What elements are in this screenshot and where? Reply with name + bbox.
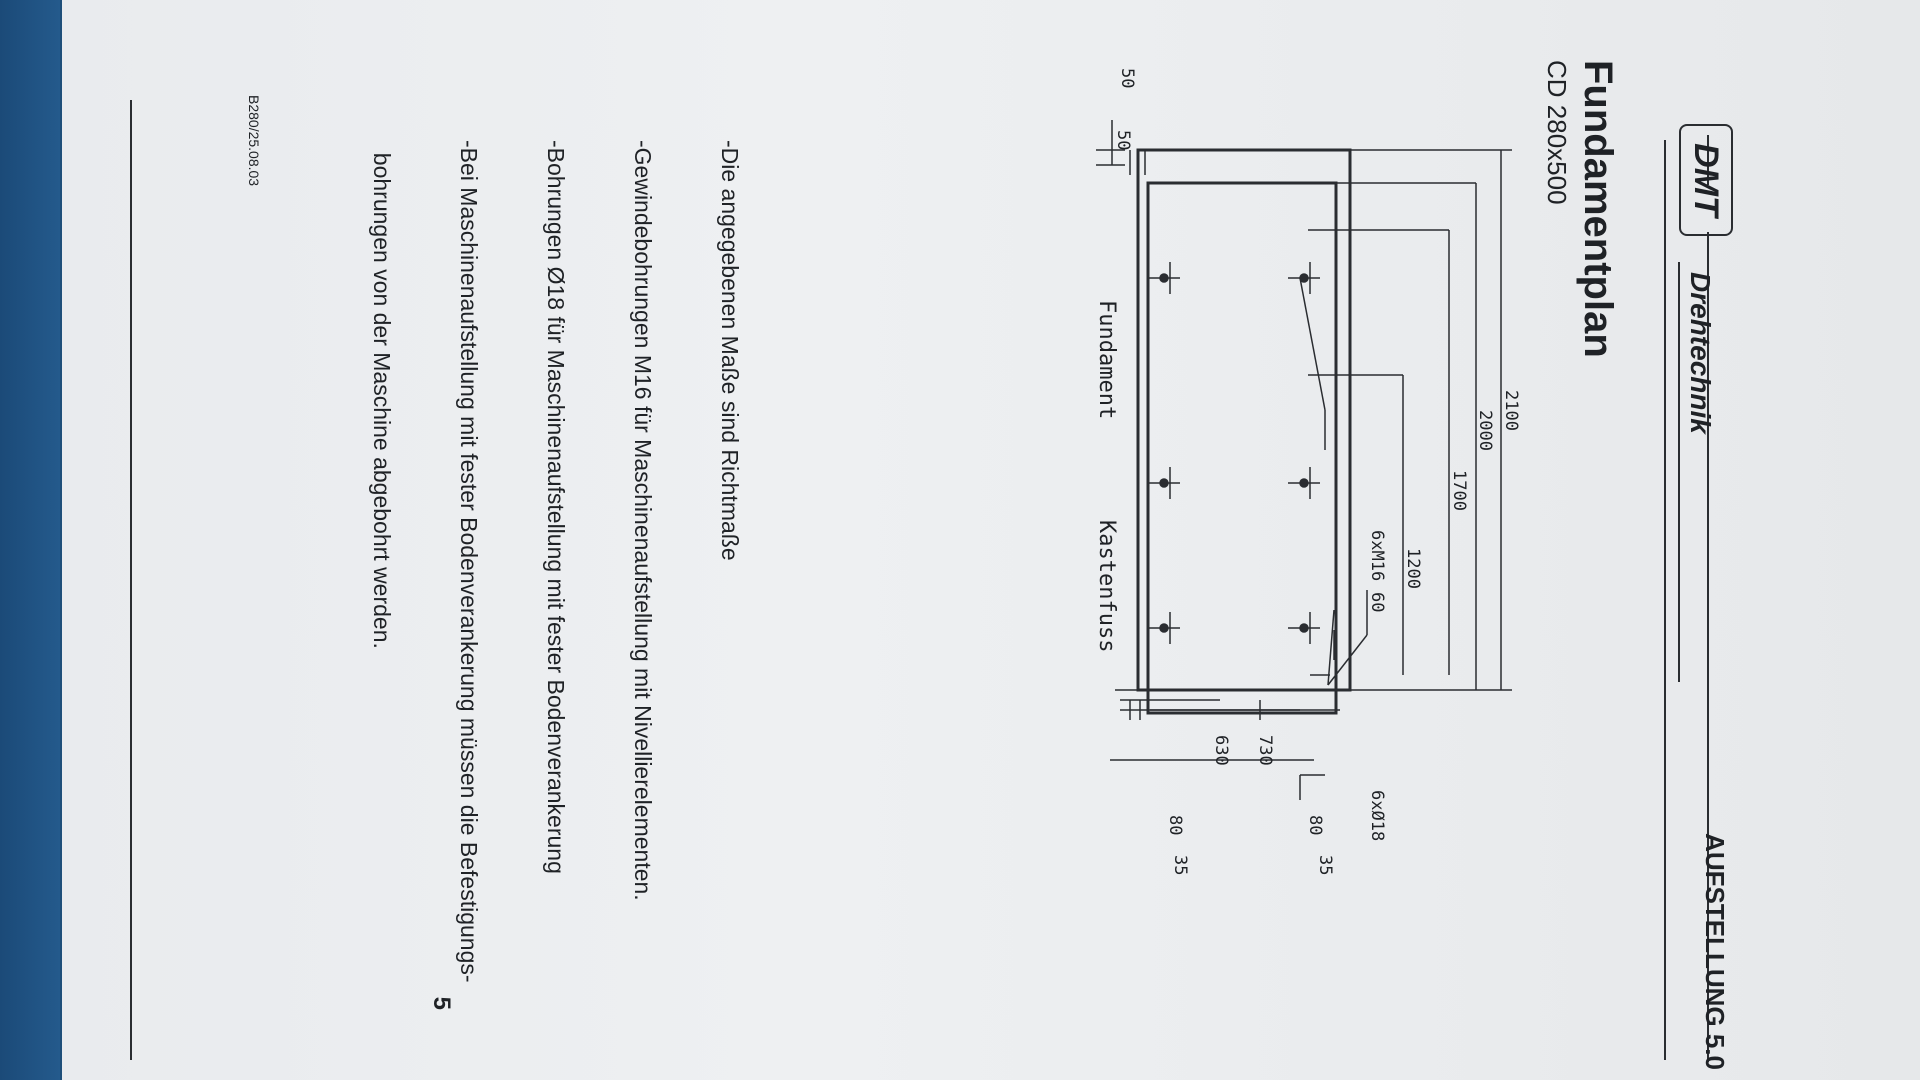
dimension-2000: 2000	[1475, 410, 1495, 451]
dimension-60: 60	[1367, 592, 1387, 612]
background-surface	[0, 0, 60, 1080]
dimension-630: 630	[1211, 735, 1231, 766]
thread-label: 6xM16	[1367, 530, 1387, 581]
label-kastenfuss: Kastenfuss	[1094, 520, 1119, 652]
dimension-50-top: 50	[1113, 130, 1133, 150]
dimension-1200: 1200	[1403, 548, 1423, 589]
anchor-hole-4	[1148, 467, 1180, 499]
page-number: 5	[428, 996, 455, 1010]
note-line: -Gewindebohrungen M16 für Maschinenaufst…	[630, 140, 656, 901]
dimension-730: 730	[1255, 735, 1275, 766]
anchor-hole-1	[1288, 262, 1320, 294]
dimension-80-a: 80	[1305, 815, 1325, 835]
document-page: DMT Drehtechnik AUFSTELLUNG 5.0 Fundamen…	[62, 0, 1920, 1080]
dimension-35-b: 35	[1170, 855, 1190, 875]
anchor-hole-6	[1148, 612, 1180, 644]
box-foot-outline	[1146, 181, 1338, 715]
anchor-hole-3	[1288, 467, 1320, 499]
footer-rule	[130, 100, 132, 1060]
hole-label: 6xØ18	[1367, 790, 1387, 841]
document-code: B280/25.08.03	[246, 95, 262, 187]
note-line: -Die angegebenen Maße sind Richtmaße	[717, 140, 743, 561]
note-line: bohrungen von der Maschine abgebohrt wer…	[369, 140, 395, 649]
anchor-hole-2	[1148, 262, 1180, 294]
dimension-50-left: 50	[1117, 68, 1137, 88]
foundation-outline	[1136, 148, 1352, 692]
anchor-hole-5	[1288, 612, 1320, 644]
document-sheet: DMT Drehtechnik AUFSTELLUNG 5.0 Fundamen…	[62, 0, 1920, 1080]
note-line: -Bohrungen Ø18 für Maschinenaufstellung …	[543, 140, 569, 874]
dimension-2100: 2100	[1501, 390, 1521, 431]
dimension-80-b: 80	[1165, 815, 1185, 835]
foundation-drawing: 2100 2000 1700 1200 60 6xM16 6xØ18 50 50…	[1094, 68, 1521, 875]
dimension-35-a: 35	[1315, 855, 1335, 875]
dimension-1700: 1700	[1449, 470, 1469, 511]
notes-block: -Die angegebenen Maße sind Richtmaße -Ge…	[309, 140, 802, 983]
note-line: -Bei Maschinenaufstellung mit fester Bod…	[456, 140, 482, 983]
label-fundament: Fundament	[1094, 300, 1119, 419]
